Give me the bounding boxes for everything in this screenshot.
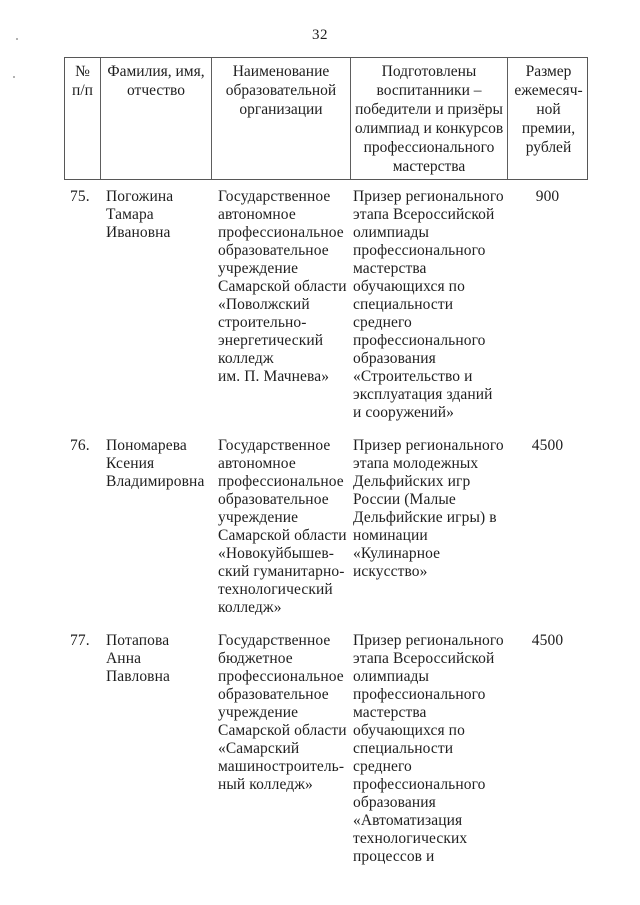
- awards-table: № п/п Фамилия, имя, отчество Наименовани…: [64, 57, 588, 866]
- cell-person-name: Погожина Тамара Ивановна: [106, 188, 174, 241]
- cell-organization: Государственное бюджетное профессиональн…: [218, 632, 347, 793]
- cell-row-number: 75.: [70, 188, 90, 205]
- cell-achievement: Призер регионального этапа молодежных Де…: [353, 437, 504, 580]
- header-cell-name: Фамилия, имя, отчество: [101, 58, 212, 179]
- cell-achievement: Призер регионального этапа Всероссийской…: [353, 188, 504, 421]
- header-cell-num: № п/п: [65, 58, 101, 179]
- page-number: 32: [312, 27, 328, 43]
- table-row: 75. Погожина Тамара Ивановна Государстве…: [64, 188, 588, 422]
- cell-premium-amount: 900: [535, 188, 560, 205]
- scan-speck: [13, 76, 15, 78]
- header-cell-premium: Размер ежемесяч- ной премии, рублей: [514, 63, 583, 156]
- header-cell-achievement: Подготовлены воспитанники – победители и…: [351, 58, 508, 179]
- cell-organization: Государственное автономное профессиональ…: [218, 188, 347, 385]
- cell-premium-amount: 4500: [531, 632, 564, 649]
- table-row: 76. Пономарева Ксения Владимировна Госуд…: [64, 437, 588, 617]
- header-cell-org: Наименование образовательной организации: [212, 58, 351, 179]
- cell-person-name: Потапова Анна Павловна: [106, 632, 170, 685]
- table-body: 75. Погожина Тамара Ивановна Государстве…: [64, 188, 588, 866]
- scan-speck: [16, 38, 18, 40]
- table-row: 77. Потапова Анна Павловна Государственн…: [64, 632, 588, 866]
- cell-row-number: 77.: [70, 632, 90, 649]
- cell-organization: Государственное автономное профессиональ…: [218, 437, 347, 616]
- cell-person-name: Пономарева Ксения Владимировна: [106, 437, 205, 490]
- cell-premium-amount: 4500: [531, 437, 564, 454]
- cell-row-number: 76.: [70, 437, 90, 454]
- table-header-row: № п/п Фамилия, имя, отчество Наименовани…: [64, 57, 588, 180]
- cell-achievement: Призер регионального этапа Всероссийской…: [353, 632, 504, 865]
